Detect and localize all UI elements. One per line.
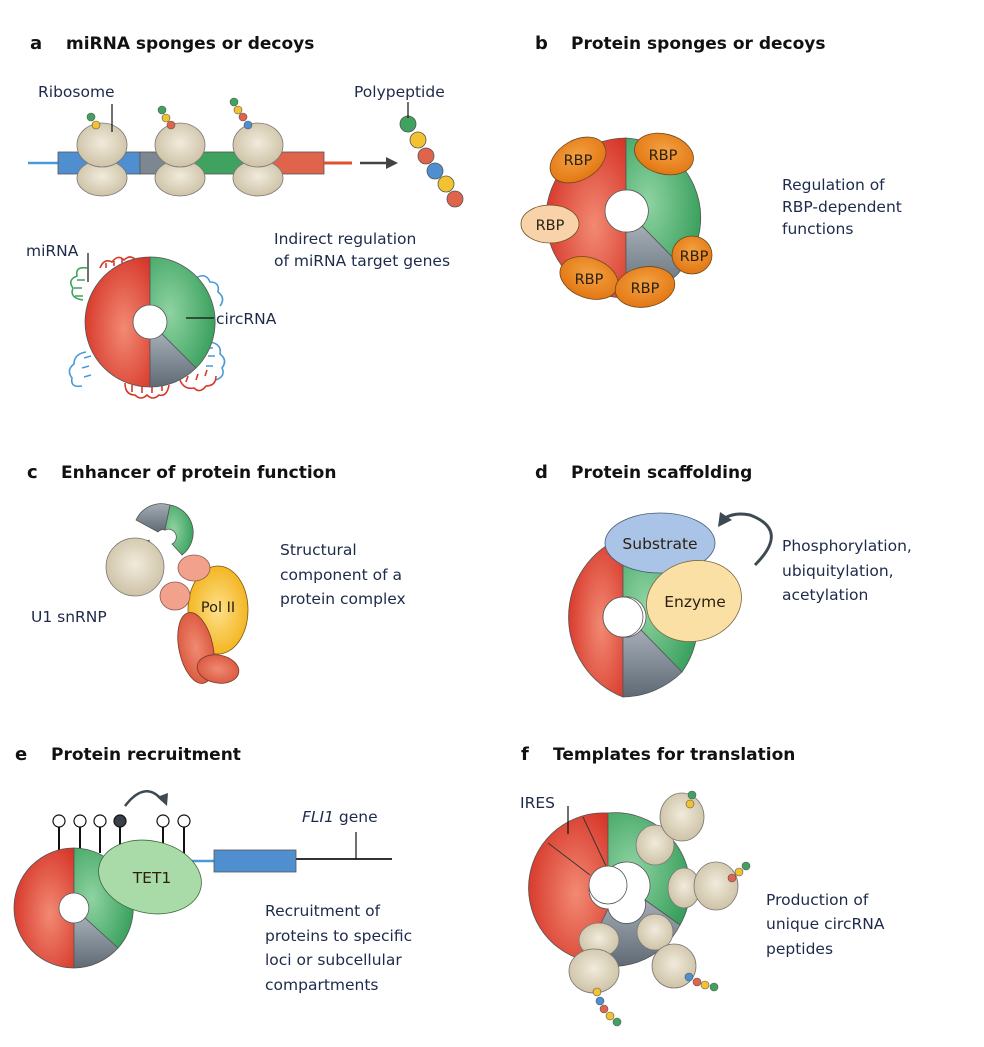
subunit-salmon (159, 581, 191, 611)
mirna-hairpins (68, 256, 226, 399)
panel-description: Regulation of RBP-dependent functions (782, 176, 907, 238)
circrna-with-mirnas: miRNA circRNA (26, 242, 277, 399)
enzyme-protein (646, 560, 742, 642)
tet1-protein (98, 839, 202, 915)
mirna-label: miRNA (26, 242, 79, 260)
substrate-label: Substrate (622, 535, 697, 553)
panel-description: Phosphorylation, ubiquitylation, acetyla… (782, 537, 917, 604)
tet1-label: TET1 (132, 869, 172, 887)
panel-letter: e (15, 744, 27, 765)
methylation-lollipops (52, 814, 191, 855)
svg-text:RBP: RBP (536, 218, 565, 234)
panel-letter: a (30, 33, 42, 54)
svg-text:RBP: RBP (680, 249, 709, 265)
circrna-translation: IRES (520, 790, 751, 1027)
panel-title: Templates for translation (553, 745, 795, 765)
svg-text:RBP: RBP (575, 272, 604, 288)
gene-label: FLI1 gene (302, 808, 378, 826)
panel-title: Protein scaffolding (571, 463, 752, 483)
ribosome (154, 105, 206, 197)
ribosome (229, 97, 284, 197)
ires-label: IRES (520, 794, 555, 812)
panel-letter: b (535, 33, 548, 54)
ires-divisions (547, 816, 607, 876)
circrna-grey-segment (149, 333, 197, 388)
ribosome (667, 861, 751, 911)
panel-b: b Protein sponges or decoys RBP RBP RBP … (520, 33, 907, 308)
fli1-exon (213, 849, 297, 873)
unmethylated-site (93, 814, 107, 828)
panel-c: c Enhancer of protein function Pol II U1… (27, 462, 407, 684)
panel-letter: d (535, 462, 548, 483)
substrate-protein (604, 512, 716, 574)
circrna-red-segment (13, 847, 75, 969)
unmethylated-site (156, 814, 170, 828)
circrna-green-segment (149, 256, 216, 369)
gene-locus: FLI1 gene (190, 808, 392, 873)
panel-description: Structural component of a protein comple… (280, 541, 407, 608)
panel-title: Protein sponges or decoys (571, 34, 825, 54)
rbp-protein: RBP (634, 132, 694, 176)
methylated-site (113, 814, 127, 828)
panel-title: miRNA sponges or decoys (66, 34, 314, 54)
ribosome (568, 922, 622, 1027)
circrna-with-rbps: RBP RBP RBP RBP RBP RBP (520, 132, 713, 308)
subunit-salmon (177, 554, 211, 582)
svg-text:RBP: RBP (631, 281, 660, 297)
arrow-right-icon (360, 157, 398, 169)
circrna-center (588, 865, 628, 905)
panel-d: d Protein scaffolding Substrate Enzyme P… (535, 462, 917, 698)
panel-f: f Templates for translation IRES (520, 744, 889, 1027)
circrna-grey-segment (622, 629, 683, 698)
protein-complex: Pol II (105, 503, 249, 684)
ribosome (636, 913, 719, 992)
circrna-grey-segment (73, 917, 119, 969)
panel-description: Recruitment of proteins to specific loci… (265, 902, 417, 994)
u1-snrnp (105, 537, 165, 597)
panel-title: Protein recruitment (51, 745, 241, 765)
circrna-center (602, 596, 644, 638)
mrna-translation-track: Ribosome Polypeptide (28, 83, 464, 208)
panel-description: Indirect regulation of miRNA target gene… (274, 230, 450, 270)
panel-letter: f (521, 744, 529, 765)
pol2-label: Pol II (201, 600, 235, 616)
polypeptide-label: Polypeptide (354, 83, 445, 101)
polypeptide-chain (399, 115, 464, 208)
curved-arrow-icon (718, 512, 773, 567)
circrna-red-segment (84, 256, 151, 388)
svg-text:RBP: RBP (564, 153, 593, 169)
curved-arrow-icon (124, 790, 168, 807)
panel-a: a miRNA sponges or decoys (26, 33, 464, 399)
panel-letter: c (27, 462, 38, 483)
rbp-protein: RBP (671, 235, 713, 275)
rbp-protein: RBP (559, 256, 619, 300)
panel-description: Production of unique circRNA peptides (766, 891, 889, 958)
circrna-recruiter: TET1 (13, 839, 202, 969)
circrna-label: circRNA (216, 310, 277, 328)
circrna-green-segment (164, 504, 194, 556)
subunit-tomato (196, 654, 240, 684)
panel-e: e Protein recruitment FLI1 gene (13, 744, 417, 994)
rbp-protein: RBP (549, 136, 607, 184)
unmethylated-site (177, 814, 191, 828)
ribosome (635, 790, 705, 866)
rbp-protein-light: RBP (520, 204, 580, 244)
panel-title: Enhancer of protein function (61, 463, 336, 483)
ribosome-label: Ribosome (38, 83, 115, 101)
u1-snrnp-label: U1 snRNP (31, 608, 107, 626)
unmethylated-site (73, 814, 87, 828)
rbp-protein: RBP (614, 266, 676, 308)
ribosome (76, 112, 128, 197)
unmethylated-site (52, 814, 66, 828)
circrna-scaffold: Substrate Enzyme (568, 512, 773, 698)
circrna-grey-segment (135, 503, 171, 533)
svg-text:RBP: RBP (649, 148, 678, 164)
enzyme-label: Enzyme (664, 593, 726, 611)
